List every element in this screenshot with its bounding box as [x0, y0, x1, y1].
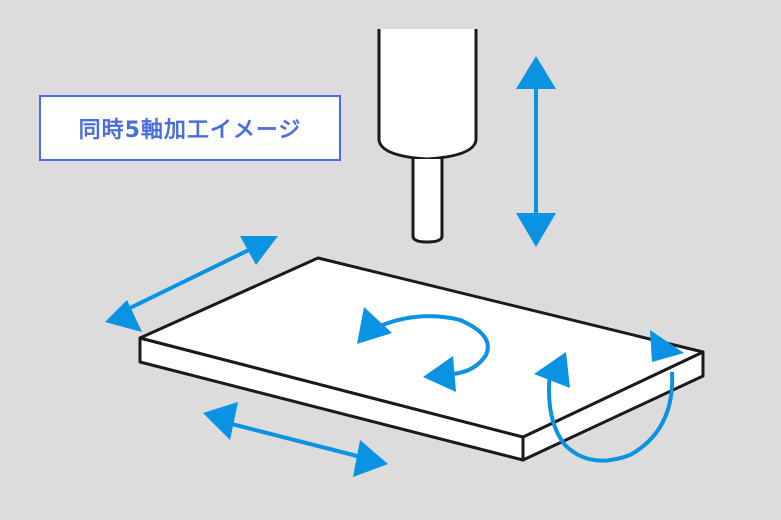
tool-holder	[377, 29, 478, 161]
a-axis-rotation-arrow-icon	[534, 330, 684, 463]
x-axis-arrow-icon	[203, 402, 388, 477]
title-box: 同時5軸加工イメージ	[39, 95, 341, 161]
plate-top	[138, 256, 705, 439]
c-axis-rotation-arrow-icon	[357, 307, 490, 392]
spindle-tool	[377, 29, 478, 244]
arrows	[105, 56, 684, 477]
diagram-title: 同時5軸加工イメージ	[78, 118, 302, 143]
workpiece-plate	[138, 256, 705, 462]
z-axis-arrow-icon	[516, 56, 556, 247]
y-axis-arrow-icon	[105, 236, 278, 332]
tool-shaft	[411, 159, 444, 244]
